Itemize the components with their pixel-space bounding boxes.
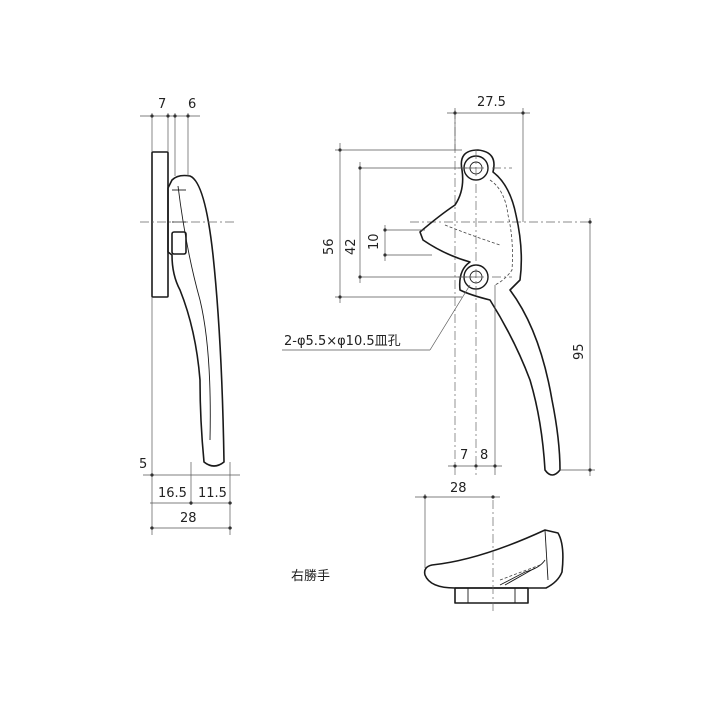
bottom-handle-body (423, 529, 564, 589)
front-dim-8: 8 (480, 448, 488, 463)
side-handle-body (167, 174, 225, 467)
bottom-view: 28 (415, 481, 564, 612)
front-dim-95: 95 (572, 343, 587, 360)
front-dim-42: 42 (344, 238, 359, 255)
bottom-base-plate (454, 587, 529, 604)
front-handle-body (419, 149, 561, 476)
side-dim-7: 7 (158, 97, 166, 112)
front-view: 27.5 56 42 10 95 7 8 2-φ5.5×φ10.5皿孔 (282, 95, 595, 476)
front-dim-10: 10 (367, 233, 382, 250)
side-dim-16-5: 16.5 (158, 486, 187, 501)
hole-callout: 2-φ5.5×φ10.5皿孔 (284, 334, 401, 349)
side-knuckle (171, 231, 187, 255)
side-dim-11-5: 11.5 (198, 486, 227, 501)
hand-label: 右勝手 (291, 569, 330, 584)
front-dim-27-5: 27.5 (477, 95, 506, 110)
front-dim-7: 7 (460, 448, 468, 463)
side-base-plate (151, 151, 169, 298)
side-dim-5: 5 (139, 457, 147, 472)
side-view: 7 6 5 16.5 11.5 28 (139, 97, 240, 535)
side-dim-6: 6 (188, 97, 196, 112)
bottom-dim-28: 28 (450, 481, 467, 496)
front-dim-56: 56 (322, 238, 337, 255)
side-dim-28: 28 (180, 511, 197, 526)
